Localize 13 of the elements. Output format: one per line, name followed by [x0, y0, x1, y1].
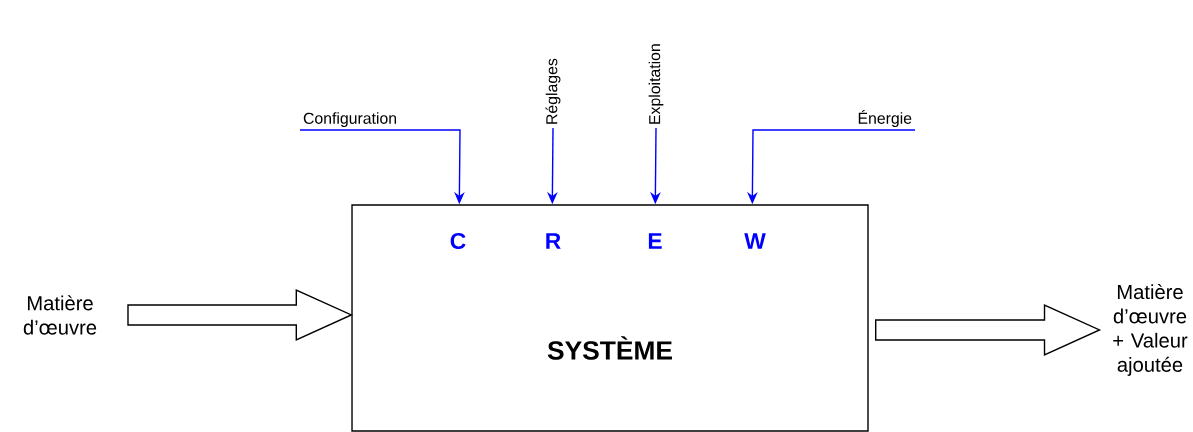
system-title: SYSTÈME	[547, 336, 672, 360]
block-arrow	[127, 288, 353, 342]
letter-label: R	[546, 233, 561, 249]
flow-label: Énergie	[858, 110, 912, 127]
flow-label: Configuration	[303, 112, 397, 127]
flow-label: Exploitation	[648, 44, 664, 124]
flow-label: Matière d’œuvre + Valeur ajoutée	[1113, 284, 1188, 376]
letter-label: E	[648, 233, 662, 249]
letter-label: C	[450, 232, 466, 250]
flow-label: Matière d’œuvre	[23, 295, 97, 335]
letter-label: W	[744, 233, 766, 249]
flow-label: Réglages	[545, 58, 561, 124]
block-arrow	[875, 303, 1102, 357]
